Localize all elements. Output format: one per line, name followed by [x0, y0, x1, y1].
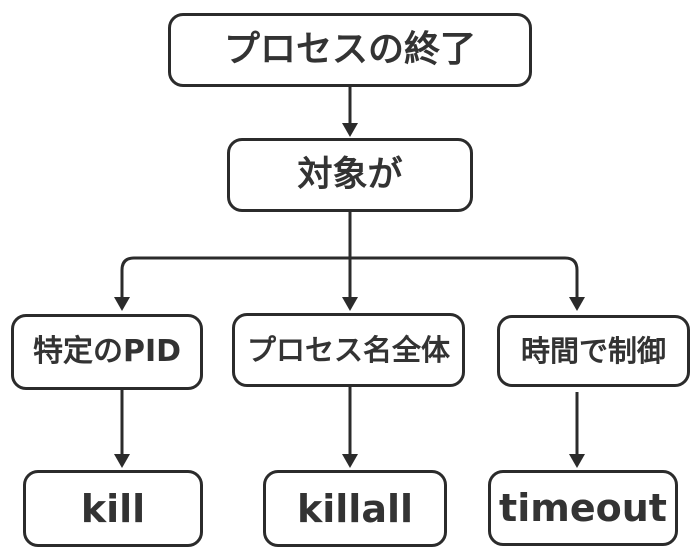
edge-target-to-process-name	[342, 212, 358, 311]
node-label: プロセス名全体	[246, 332, 450, 367]
node-label: timeout	[499, 486, 667, 530]
arrowhead-icon	[569, 454, 585, 468]
arrowhead-icon	[114, 454, 130, 468]
edge-time-control-to-timeout	[569, 392, 585, 468]
node-process-name: プロセス名全体	[232, 313, 465, 387]
edge-process-name-to-killall	[342, 387, 358, 468]
arrowhead-icon	[342, 123, 358, 137]
arrowhead-icon	[569, 297, 585, 311]
edge-termination-to-target	[342, 87, 358, 137]
node-timeout: timeout	[488, 470, 678, 546]
edge-branch-rail	[114, 256, 585, 311]
node-label: 特定のPID	[32, 334, 182, 369]
node-target: 対象が	[227, 138, 473, 212]
node-label: プロセスの終了	[223, 29, 476, 70]
node-killall: killall	[263, 470, 447, 547]
node-label: 対象が	[297, 154, 403, 195]
node-time-control: 時間で制御	[497, 315, 690, 387]
edge-pid-to-kill	[114, 390, 130, 468]
node-label: killall	[296, 486, 414, 531]
arrowhead-icon	[114, 297, 130, 311]
node-label: 時間で制御	[520, 333, 666, 368]
node-kill: kill	[23, 470, 203, 547]
arrowhead-icon	[342, 454, 358, 468]
node-process-termination: プロセスの終了	[168, 13, 532, 87]
node-specific-pid: 特定のPID	[11, 314, 203, 390]
node-label: kill	[80, 486, 146, 531]
arrowhead-icon	[342, 297, 358, 311]
